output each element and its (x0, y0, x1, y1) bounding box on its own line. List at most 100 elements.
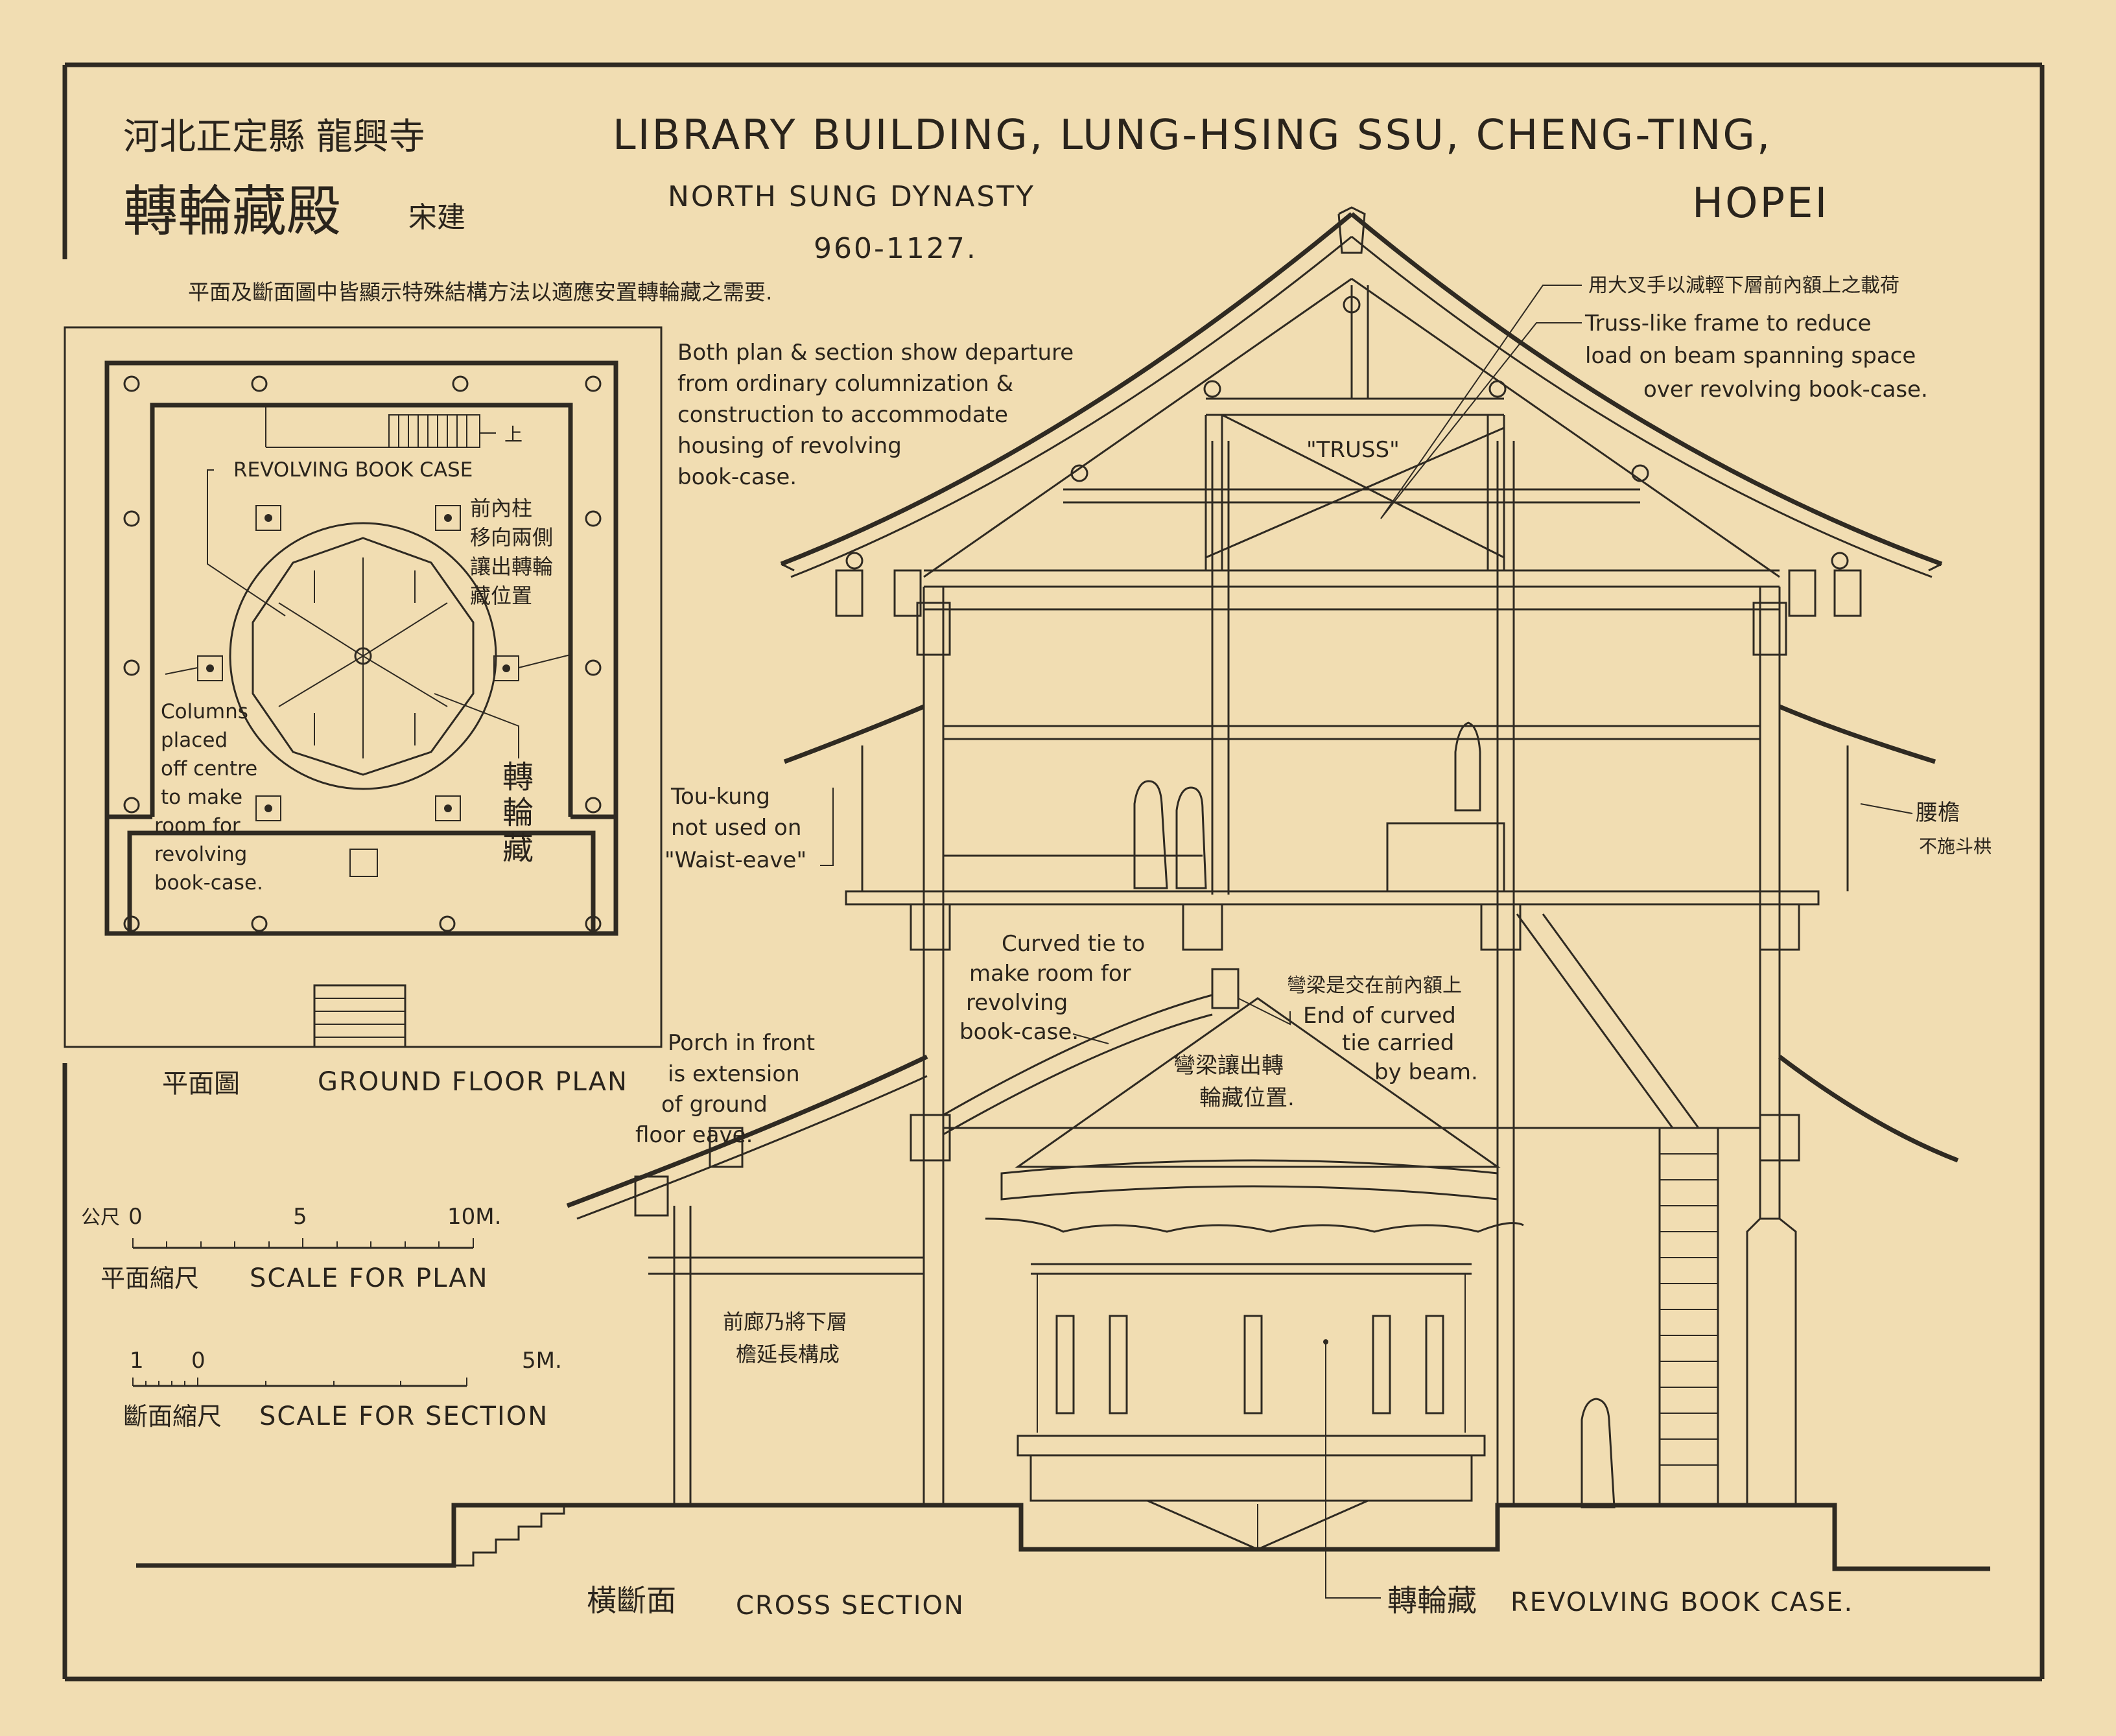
section-roof-truss (923, 277, 1780, 611)
svg-text:floor eave.: floor eave. (635, 1122, 753, 1148)
svg-text:斷面縮尺: 斷面縮尺 (123, 1402, 222, 1431)
svg-text:End of curved: End of curved (1303, 1003, 1456, 1029)
note-waist-eave: 腰檐 不施斗栱 (1860, 800, 1992, 857)
plan-revolving-bookcase (229, 522, 497, 790)
svg-text:revolving: revolving (154, 843, 247, 866)
svg-text:off centre: off centre (161, 757, 257, 780)
svg-text:of ground: of ground (661, 1092, 768, 1118)
note-curved-cjk: 彎梁讓出轉 輪藏位置. (1173, 1053, 1295, 1111)
svg-text:"TRUSS": "TRUSS" (1306, 437, 1400, 463)
note-toukung: Tou-kung not used on "Waist-eave" (664, 784, 834, 873)
svg-text:移向兩側: 移向兩側 (470, 525, 553, 550)
section-upper-roof (780, 206, 1943, 578)
svg-text:藏: 藏 (502, 830, 534, 867)
svg-text:Tou-kung: Tou-kung (670, 784, 770, 810)
svg-text:load on beam spanning space: load on beam spanning space (1585, 343, 1916, 369)
note-end-tie: 彎梁是交在前內額上 End of curved tie carried by b… (1238, 974, 1478, 1085)
svg-text:5: 5 (293, 1204, 307, 1230)
svg-text:tie carried: tie carried (1342, 1030, 1454, 1056)
note-porch-cjk: 前廊乃將下層 檐延長構成 (723, 1309, 847, 1367)
plan-up-mark: 上 (504, 424, 523, 445)
svg-text:彎梁是交在前內額上: 彎梁是交在前內額上 (1287, 974, 1462, 997)
note-curved-tie: Curved tie to make room for revolving bo… (959, 931, 1145, 1045)
section-figures (1133, 721, 1616, 1508)
section-ground-line (136, 1503, 1990, 1571)
svg-text:over revolving book-case.: over revolving book-case. (1643, 377, 1928, 403)
svg-text:讓出轉輪: 讓出轉輪 (470, 554, 553, 579)
svg-text:is extension: is extension (668, 1061, 800, 1087)
title-dynasty: NORTH SUNG DYNASTY (668, 180, 1035, 213)
section-caption: 橫斷面 CROSS SECTION (587, 1583, 965, 1621)
svg-text:book-case.: book-case. (677, 464, 797, 490)
title-block: 河北正定縣 龍興寺 轉輪藏殿 宋建 LIBRARY BUILDING, LUNG… (123, 111, 1829, 305)
bookcase-caption: 轉輪藏 REVOLVING BOOK CASE. (1387, 1583, 1853, 1618)
svg-text:前廊乃將下層: 前廊乃將下層 (723, 1309, 847, 1334)
svg-text:placed: placed (161, 729, 228, 752)
note-porch: Porch in front is extension of ground fl… (635, 1030, 815, 1148)
section-staircase (1516, 913, 1797, 1507)
note-truss: 用大叉手以減輕下層前內額上之載荷 Truss-like frame to red… (1306, 274, 1928, 519)
svg-text:0: 0 (191, 1348, 206, 1374)
section-curved-tie (943, 968, 1240, 1136)
svg-text:10M.: 10M. (447, 1204, 501, 1230)
svg-text:轉: 轉 (502, 759, 534, 795)
svg-text:彎梁讓出轉: 彎梁讓出轉 (1173, 1053, 1284, 1079)
svg-text:by beam.: by beam. (1374, 1059, 1478, 1085)
title-cjk-note: 平面及斷面圖中皆顯示特殊結構方法以適應安置轉輪藏之需要. (188, 279, 773, 305)
svg-text:Truss-like frame to reduce: Truss-like frame to reduce (1584, 311, 1872, 336)
svg-text:檐延長構成: 檐延長構成 (736, 1342, 840, 1367)
sheet-border (62, 62, 2045, 1682)
svg-text:book-case.: book-case. (154, 871, 263, 895)
plan-cjk-columns-note: 前內柱 移向兩側 讓出轉輪 藏位置 (470, 496, 553, 608)
title-province: HOPEI (1692, 180, 1829, 228)
svg-text:1: 1 (130, 1348, 144, 1374)
scale-for-section: 1 0 5M. 斷面縮尺 SCALE FOR SECTION (123, 1348, 562, 1431)
svg-text:construction to accommodate: construction to accommodate (677, 402, 1008, 428)
svg-text:用大叉手以減輕下層前內額上之載荷: 用大叉手以減輕下層前內額上之載荷 (1588, 274, 1899, 297)
plan-stair (265, 405, 496, 448)
plan-entry-steps (313, 984, 406, 1048)
ground-floor-plan: 上 REVOLVING BOOK CASE (64, 326, 663, 1099)
note-both-plan: Both plan & section show departure from … (677, 340, 1074, 490)
svg-text:轉輪藏: 轉輪藏 (1387, 1583, 1477, 1618)
svg-text:Columns: Columns (161, 700, 248, 723)
svg-text:room for: room for (154, 814, 241, 838)
plan-caption: GROUND FLOOR PLAN (318, 1067, 628, 1097)
svg-text:CROSS SECTION: CROSS SECTION (736, 1591, 965, 1621)
scale-for-plan: 公尺 0 5 10M. 平面縮尺 SCALE FOR PLAN (81, 1204, 501, 1293)
plan-caption-cjk: 平面圖 (162, 1069, 240, 1099)
svg-text:housing of revolving: housing of revolving (677, 433, 902, 459)
svg-text:make room for: make room for (969, 961, 1131, 987)
svg-text:不施斗栱: 不施斗栱 (1919, 836, 1992, 857)
plan-revolving-label: REVOLVING BOOK CASE (233, 458, 473, 482)
title-cjk-hall: 轉輪藏殿 (123, 180, 341, 243)
section-revolving-bookcase (985, 997, 1524, 1599)
svg-text:from ordinary columnization &: from ordinary columnization & (677, 371, 1013, 397)
svg-text:腰檐: 腰檐 (1916, 800, 1960, 826)
title-years: 960-1127. (814, 232, 978, 265)
svg-text:橫斷面: 橫斷面 (587, 1583, 676, 1618)
section-columns (673, 441, 1781, 1505)
svg-text:REVOLVING BOOK CASE.: REVOLVING BOOK CASE. (1511, 1588, 1853, 1617)
svg-text:to make: to make (161, 786, 242, 809)
svg-text:book-case.: book-case. (959, 1019, 1079, 1045)
svg-text:Both plan & section show depar: Both plan & section show departure (677, 340, 1074, 366)
svg-text:SCALE FOR SECTION: SCALE FOR SECTION (259, 1402, 548, 1431)
plan-cjk-bookcase: 轉 輪 藏 (502, 759, 534, 867)
title-main: LIBRARY BUILDING, LUNG-HSING SSU, CHENG-… (613, 111, 1772, 159)
plan-outer-columns (123, 375, 602, 932)
svg-text:輪: 輪 (502, 795, 534, 831)
section-floors (845, 725, 1820, 1129)
svg-text:0: 0 (128, 1204, 143, 1230)
svg-text:5M.: 5M. (522, 1348, 562, 1374)
title-cjk-dynasty: 宋建 (408, 201, 465, 234)
svg-text:Porch in front: Porch in front (668, 1030, 815, 1056)
svg-text:平面縮尺: 平面縮尺 (100, 1264, 199, 1293)
cross-section (136, 206, 1990, 1599)
plan-columns-note: Columns placed off centre to make room f… (154, 700, 263, 895)
svg-text:"Waist-eave": "Waist-eave" (664, 847, 806, 873)
title-cjk-location: 河北正定縣 龍興寺 (123, 116, 425, 158)
svg-text:revolving: revolving (966, 990, 1068, 1016)
svg-text:輪藏位置.: 輪藏位置. (1199, 1085, 1295, 1111)
